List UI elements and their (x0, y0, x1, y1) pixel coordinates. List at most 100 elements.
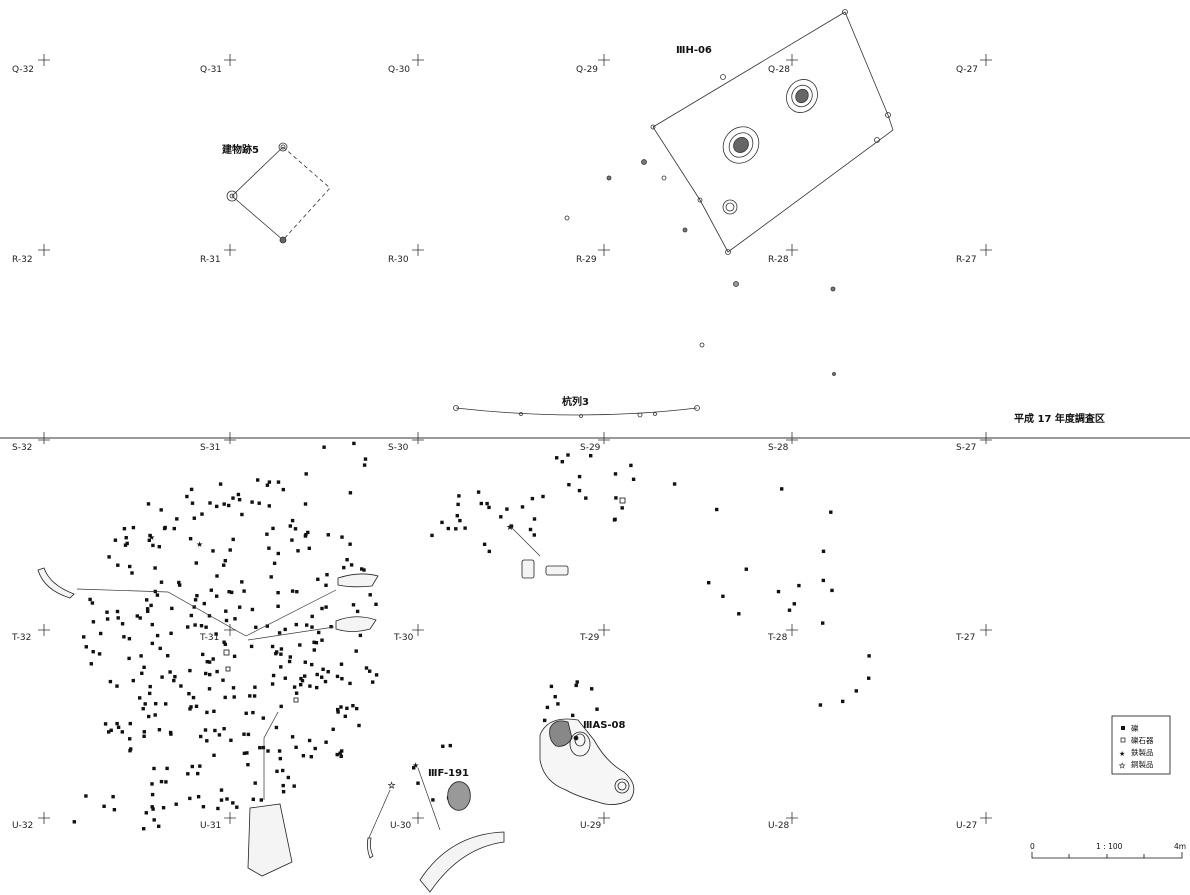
gravel-marker (487, 549, 491, 554)
gravel-marker (224, 609, 228, 613)
scale-ratio: 1 : 100 (1096, 842, 1123, 851)
gravel-marker (212, 753, 216, 757)
grid-cross (38, 432, 50, 444)
gravel-marker (303, 502, 308, 506)
legend-iron-symbol: ★ (1119, 750, 1125, 758)
gravel-marker (141, 707, 145, 711)
gravel-marker (107, 730, 111, 734)
gravel-marker (336, 707, 340, 712)
gravel-marker (744, 567, 748, 571)
gravel-marker (329, 625, 333, 629)
gravel-marker (113, 538, 118, 542)
gravel-marker (290, 518, 295, 523)
gravel-marker (612, 518, 617, 522)
grid-cross (224, 624, 236, 636)
gravel-marker (412, 766, 416, 770)
gravel-marker (331, 727, 335, 731)
gravel-marker (204, 671, 208, 676)
gravel-marker (222, 640, 226, 644)
gravel-marker (251, 797, 255, 801)
gravel-marker (91, 650, 95, 654)
artifact-blade (337, 573, 379, 588)
gravel-marker (151, 543, 155, 548)
gravel-marker (84, 794, 88, 798)
grid-cross (38, 624, 50, 636)
gravel-marker (279, 647, 284, 651)
grid-cross (786, 624, 798, 636)
gravel-marker (505, 507, 509, 511)
gravel-marker (72, 820, 76, 824)
grid-label-s31: S-31 (200, 443, 220, 453)
gravel-marker (90, 601, 95, 605)
gravel-marker (168, 670, 172, 674)
grid-label-u28: U-28 (768, 821, 790, 831)
gravel-marker (169, 631, 173, 635)
gravel-marker (219, 798, 224, 802)
gravel-marker (102, 804, 106, 808)
gravel-marker (463, 526, 467, 530)
gravel-marker (215, 669, 219, 674)
grid-label-r28: R-28 (768, 255, 789, 265)
gravel-marker (307, 546, 311, 550)
gravel-marker (340, 749, 344, 753)
gravel-marker (139, 654, 143, 658)
gravel-marker (374, 673, 379, 677)
gravel-marker (509, 524, 514, 528)
gravel-marker (575, 680, 579, 684)
gravel-marker (178, 583, 182, 587)
legend-bronze-symbol: ★ (1119, 762, 1125, 770)
stone-tools (223, 497, 626, 703)
scale-start: 0 (1030, 842, 1035, 851)
gravel-marker (215, 574, 219, 578)
gravel-marker (277, 749, 282, 753)
gravel-marker (152, 818, 156, 822)
gravel-marker (721, 594, 725, 598)
gravel-marker (211, 657, 215, 661)
gravel-marker (146, 609, 150, 613)
leader-lines (76, 525, 541, 841)
gravel-marker (227, 503, 231, 508)
gravel-marker (130, 571, 134, 575)
gravel-marker (307, 738, 312, 743)
gravel-marker (91, 620, 96, 624)
gravel-marker (186, 625, 190, 629)
stake-row-3 (453, 405, 700, 418)
gravel-marker (707, 581, 711, 585)
gravel-marker (152, 766, 156, 771)
grid-cross (412, 624, 424, 636)
gravel-marker (225, 797, 229, 801)
artifact-curved-blade (419, 831, 505, 893)
gravel-marker (193, 598, 198, 602)
legend-bronze-label: 銅製品 (1131, 759, 1154, 769)
grid-cross (786, 54, 798, 66)
gravel-marker (294, 622, 298, 627)
grid-label-r29: R-29 (576, 255, 597, 265)
gravel-marker (125, 541, 129, 546)
gravel-marker (343, 714, 347, 718)
grid-label-q32: Q-32 (12, 65, 34, 75)
grid-cross (786, 432, 798, 444)
gravel-marker (487, 505, 491, 510)
gravel-marker (620, 506, 624, 510)
gravel-marker (324, 583, 328, 587)
gravel-marker (326, 670, 330, 674)
gravel-marker (237, 498, 242, 502)
gravel-marker (549, 684, 554, 689)
pit (722, 199, 738, 215)
grid-label-u32: U-32 (12, 821, 33, 831)
gravel-marker (270, 644, 275, 649)
gravel-marker (116, 563, 120, 567)
gravel-marker (265, 483, 270, 487)
grid-label-s32: S-32 (12, 443, 32, 453)
gravel-marker (128, 749, 132, 753)
gravel-marker (301, 754, 306, 758)
gravel-marker (242, 589, 246, 593)
gravel-marker (115, 684, 119, 688)
gravel-marker (867, 654, 871, 658)
gravel-marker (232, 654, 237, 658)
gravel-marker (267, 504, 271, 508)
gravel-marker (316, 577, 320, 581)
gravel-marker (229, 738, 233, 742)
gravel-marker (867, 676, 871, 680)
grid-cross (786, 812, 798, 824)
